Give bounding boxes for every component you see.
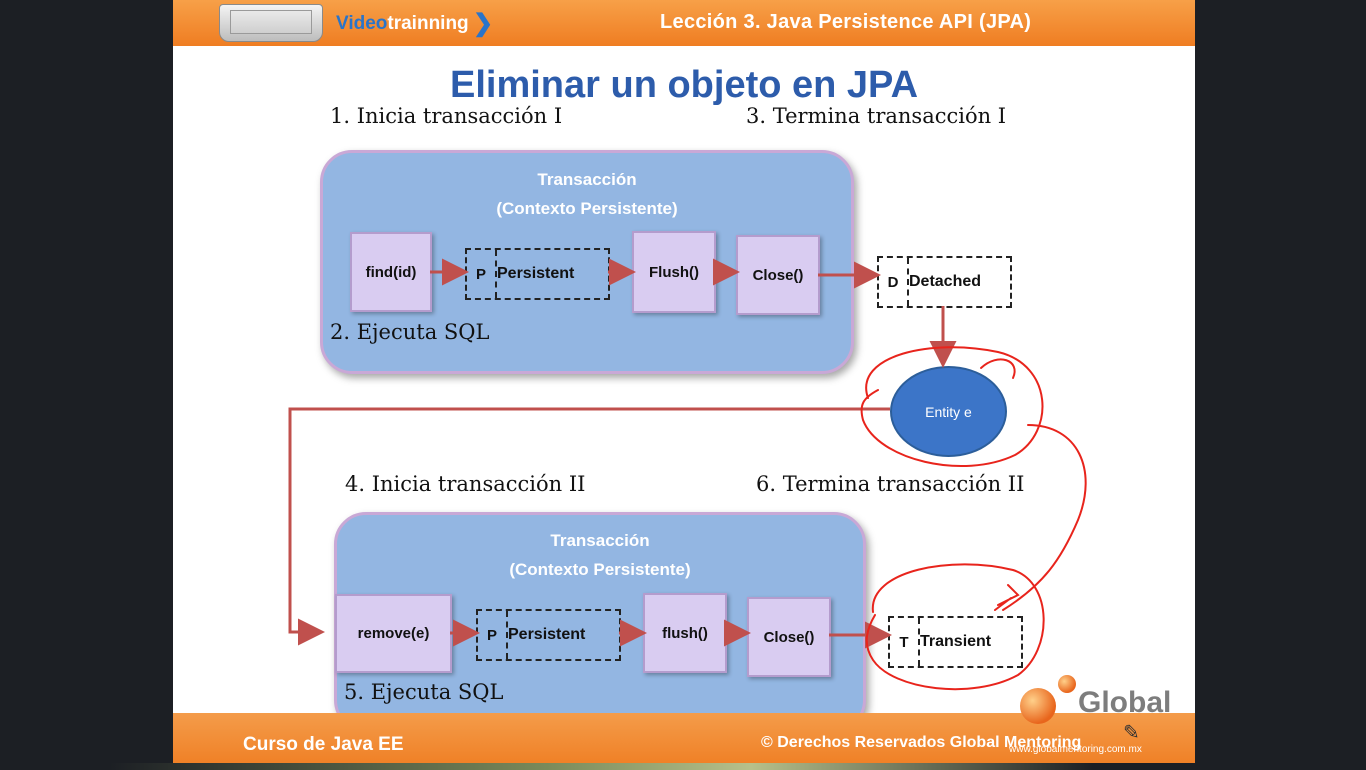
persistent-state-1-label: Persistent bbox=[497, 265, 575, 282]
brand-chevron-icon: ❯ bbox=[473, 10, 494, 37]
step-4-label: 4. Inicia transacción II bbox=[345, 472, 586, 496]
global-logo-text: Global bbox=[1078, 686, 1172, 719]
step-3-label: 3. Termina transacción I bbox=[746, 104, 1007, 128]
pencil-cursor-icon: ✎ bbox=[1123, 722, 1140, 744]
transaction-1-title: Transacción (Contexto Persistente) bbox=[323, 165, 851, 223]
website-url: www.globalmentoring.com.mx bbox=[1009, 744, 1142, 755]
entity-circle: Entity e bbox=[890, 366, 1007, 457]
global-logo-small-ball bbox=[1058, 675, 1076, 693]
brand-prefix: Video bbox=[336, 13, 388, 34]
persistent-state-1-letter: P bbox=[467, 250, 497, 298]
flush-op-box-1: Flush() bbox=[632, 231, 716, 313]
slide-title: Eliminar un objeto en JPA bbox=[449, 64, 919, 106]
step-6-label: 6. Termina transacción II bbox=[756, 472, 1025, 496]
laptop-icon bbox=[219, 4, 323, 42]
step-5-label: 5. Ejecuta SQL bbox=[344, 680, 504, 704]
flow-arrows bbox=[288, 258, 1087, 691]
step-1-label: 1. Inicia transacción I bbox=[330, 104, 563, 128]
global-logo-icon bbox=[1020, 688, 1056, 724]
remove-op-box: remove(e) bbox=[335, 594, 452, 673]
transient-state-letter: T bbox=[890, 618, 920, 666]
step-2-label: 2. Ejecuta SQL bbox=[330, 320, 490, 344]
brand-suffix: trainning bbox=[387, 13, 469, 34]
transaction-1-title-line2: (Contexto Persistente) bbox=[496, 199, 678, 218]
persistent-state-2-label: Persistent bbox=[508, 626, 586, 643]
red-annotations bbox=[860, 346, 1087, 691]
bottom-strip bbox=[0, 763, 1366, 770]
transaction-2-title-line2: (Contexto Persistente) bbox=[509, 560, 691, 579]
header-bar: Videotrainning ❯ Lección 3. Java Persist… bbox=[173, 0, 1195, 46]
close-op-box-2: Close() bbox=[747, 597, 831, 677]
persistent-state-2-letter: P bbox=[478, 611, 508, 659]
lesson-title: Lección 3. Java Persistence API (JPA) bbox=[660, 11, 1032, 33]
detached-state-letter: D bbox=[879, 258, 909, 306]
transaction-2-title: Transacción (Contexto Persistente) bbox=[337, 526, 863, 584]
flush-op-box-2: flush() bbox=[643, 593, 727, 673]
detached-state-label: Detached bbox=[909, 273, 982, 290]
brand-name: Videotrainning bbox=[336, 13, 469, 35]
transient-state-label: Transient bbox=[920, 633, 992, 650]
footer-bar bbox=[173, 713, 1195, 770]
copyright-text: © Derechos Reservados Global Mentoring bbox=[761, 734, 1082, 751]
slide: Videotrainning ❯ Lección 3. Java Persist… bbox=[173, 0, 1195, 770]
transaction-1-title-line1: Transacción bbox=[537, 170, 637, 189]
course-title: Curso de Java EE bbox=[243, 734, 404, 755]
find-op-box: find(id) bbox=[350, 232, 432, 312]
close-op-box-1: Close() bbox=[736, 235, 820, 315]
transaction-2-title-line1: Transacción bbox=[550, 531, 650, 550]
